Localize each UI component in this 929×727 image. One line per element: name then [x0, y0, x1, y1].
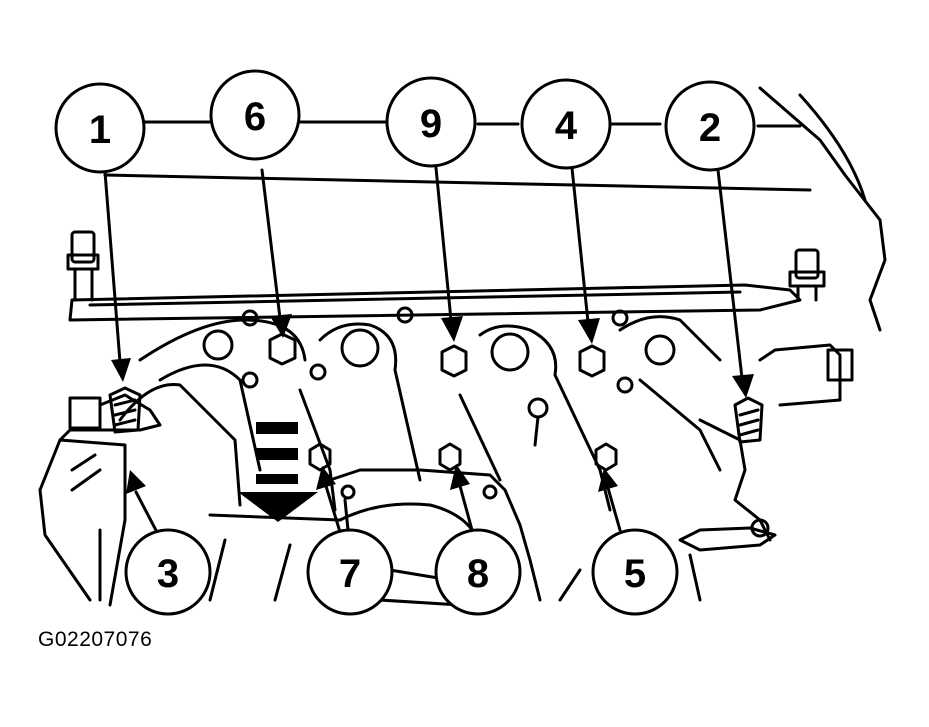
bolt-6-head	[268, 332, 297, 366]
callout-8: 8	[434, 528, 522, 616]
callout-7: 7	[306, 528, 394, 616]
callout-5-label: 5	[624, 552, 646, 596]
callout-8-label: 8	[467, 552, 489, 596]
bolt-1-head	[108, 386, 142, 434]
leader-lines	[103, 166, 744, 540]
leader-arrowheads	[111, 314, 754, 494]
callout-3: 3	[124, 528, 212, 616]
bolt-9-head	[440, 344, 468, 378]
callout-3-label: 3	[157, 552, 179, 596]
front-direction-arrow	[238, 422, 318, 522]
callout-6: 6	[209, 69, 301, 161]
bolt-2-head	[733, 396, 764, 444]
bolt-8-head	[438, 442, 462, 472]
callout-9: 9	[385, 76, 477, 168]
callout-7-label: 7	[339, 552, 361, 596]
callout-6-label: 6	[244, 95, 266, 139]
callout-1: 1	[54, 82, 146, 174]
manifold-line-art	[38, 86, 887, 607]
callout-4: 4	[520, 78, 612, 170]
callout-connector-lines	[143, 120, 802, 128]
callout-4-label: 4	[555, 104, 578, 148]
callout-2: 2	[664, 80, 756, 172]
bolt-7-head	[308, 442, 332, 472]
callout-2-label: 2	[699, 106, 721, 150]
callout-9-label: 9	[420, 102, 442, 146]
figure-id: G02207076	[38, 628, 153, 651]
callout-5: 5	[591, 528, 679, 616]
callouts: 1 6 9 4 2 3 7 8	[54, 69, 756, 616]
bolt-4-head	[578, 344, 606, 378]
callout-1-label: 1	[89, 108, 111, 152]
bolt-5-head	[594, 442, 618, 472]
